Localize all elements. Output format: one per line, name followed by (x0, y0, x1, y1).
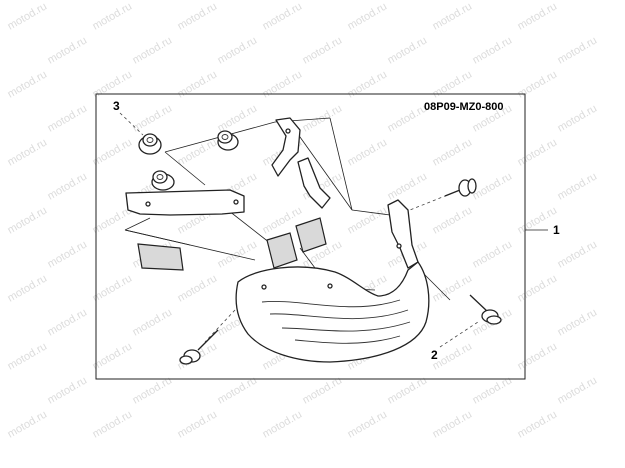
watermark-text: motod.ru (346, 136, 390, 168)
watermark-text: motod.ru (386, 170, 430, 202)
callout-1-label: 1 (553, 223, 560, 237)
watermark-text: motod.ru (46, 306, 90, 338)
watermark-text: motod.ru (46, 374, 90, 406)
callout-3-leader (119, 112, 144, 136)
watermark-text: motod.ru (176, 136, 220, 168)
watermark-text: motod.ru (556, 374, 600, 406)
watermark-text: motod.ru (346, 408, 390, 440)
watermark-text: motod.ru (216, 238, 260, 270)
watermark-text: motod.ru (346, 0, 390, 32)
flange-nut-center (217, 130, 239, 151)
watermark-text: motod.ru (131, 34, 175, 66)
watermark-text: motod.ru (261, 0, 305, 32)
watermark-text: motod.ru (91, 272, 135, 304)
watermark-text: motod.ru (6, 340, 50, 372)
rubber-pad-left (137, 243, 184, 271)
watermark-text: motod.ru (91, 340, 135, 372)
upper-rubber-pad (297, 157, 331, 209)
watermark-text: motod.ru (46, 34, 90, 66)
watermark-text: motod.ru (516, 136, 560, 168)
watermark-text: motod.ru (46, 102, 90, 134)
watermark-text: motod.ru (386, 34, 430, 66)
watermark-text: motod.ru (431, 136, 475, 168)
rubber-pad-center-b (295, 217, 327, 253)
watermark-text: motod.ru (6, 136, 50, 168)
watermark-text: motod.ru (6, 272, 50, 304)
watermark-text: motod.ru (46, 170, 90, 202)
watermark-text: motod.ru (261, 68, 305, 100)
watermark-text: motod.ru (176, 0, 220, 32)
watermark-text: motod.ru (431, 204, 475, 236)
part-number-label: 08P09-MZ0-800 (424, 101, 504, 113)
watermark-text: motod.ru (216, 102, 260, 134)
watermark-text: motod.ru (6, 408, 50, 440)
diagram-frame (95, 93, 526, 380)
watermark-text: motod.ru (516, 340, 560, 372)
watermark-text: motod.ru (131, 102, 175, 134)
watermark-text: motod.ru (516, 272, 560, 304)
stay-plate (125, 189, 245, 216)
watermark-text: motod.ru (556, 34, 600, 66)
watermark-text: motod.ru (431, 68, 475, 100)
watermark-text: motod.ru (556, 170, 600, 202)
watermark-text: motod.ru (301, 34, 345, 66)
watermark-text: motod.ru (261, 408, 305, 440)
watermark-text: motod.ru (346, 68, 390, 100)
watermark-text: motod.ru (91, 68, 135, 100)
watermark-text: motod.ru (91, 408, 135, 440)
main-cover (235, 261, 430, 363)
screw-upper-right (444, 178, 477, 197)
watermark-text: motod.ru (516, 0, 560, 32)
watermark-text: motod.ru (91, 136, 135, 168)
watermark-text: motod.ru (386, 102, 430, 134)
watermark-text: motod.ru (431, 408, 475, 440)
flange-nut-upper (138, 133, 162, 155)
watermark-text: motod.ru (91, 0, 135, 32)
watermark-text: motod.ru (516, 408, 560, 440)
watermark-text: motod.ru (556, 102, 600, 134)
watermark-text: motod.ru (556, 238, 600, 270)
watermark-text: motod.ru (471, 34, 515, 66)
watermark-text: motod.ru (176, 408, 220, 440)
rubber-pad-center-a (266, 232, 298, 269)
watermark-text: motod.ru (176, 272, 220, 304)
watermark-text: motod.ru (516, 68, 560, 100)
callout-3-label: 3 (113, 99, 120, 113)
watermark-text: motod.ru (431, 0, 475, 32)
watermark-text: motod.ru (6, 0, 50, 32)
callout-2-leader (439, 321, 479, 348)
watermark-text: motod.ru (131, 306, 175, 338)
watermark-text: motod.ru (216, 34, 260, 66)
watermark-text: motod.ru (556, 306, 600, 338)
watermark-text: motod.ru (6, 68, 50, 100)
watermark-text: motod.ru (176, 68, 220, 100)
watermark-text: motod.ru (471, 170, 515, 202)
screw-lower-right (469, 294, 502, 325)
watermark-text: motod.ru (6, 204, 50, 236)
watermark-text: motod.ru (471, 238, 515, 270)
screw-lower-left (179, 329, 219, 365)
upper-mounting-bracket (271, 117, 301, 177)
watermark-text: motod.ru (46, 238, 90, 270)
callout-2-label: 2 (431, 348, 438, 362)
flange-nut-lower (151, 170, 175, 191)
watermark-text: motod.ru (431, 272, 475, 304)
